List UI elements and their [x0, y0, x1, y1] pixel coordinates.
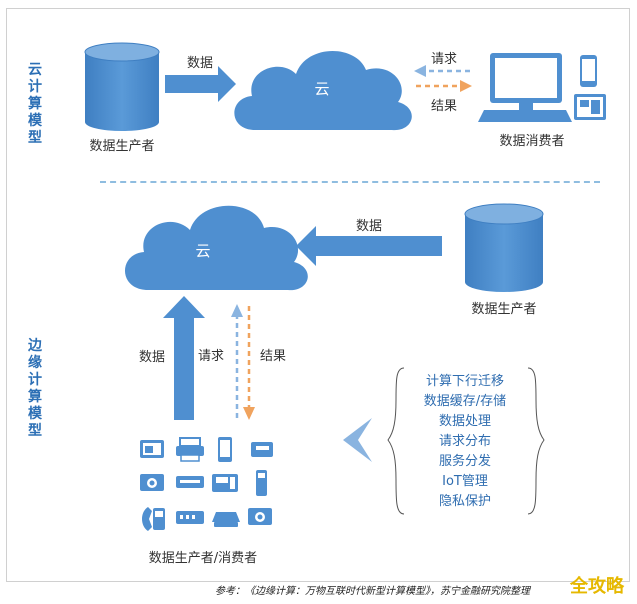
- cloud-label: 云: [314, 80, 330, 98]
- chevron-left-icon: [343, 418, 372, 462]
- source-caption: 参考：《边缘计算：万物互联时代新型计算模型》，苏宁金融研究院整理: [215, 586, 530, 597]
- remote-icon: [256, 470, 267, 496]
- edge-cloud-label: 云: [195, 242, 211, 260]
- telephone-icon: [142, 507, 165, 531]
- cloud-model-title: 云计算模型: [28, 62, 42, 146]
- data-arrow-left: [296, 226, 442, 266]
- camera-icon: [140, 474, 164, 491]
- request-label: 请求: [430, 52, 458, 67]
- data-arrow-label: 数据: [186, 56, 214, 71]
- edge-request-label: 请求: [197, 349, 225, 364]
- capability-item: 隐私保护: [438, 494, 491, 509]
- database-icon: [84, 42, 160, 131]
- edge-result-label: 结果: [259, 349, 287, 364]
- cloud-icon: [124, 205, 308, 291]
- capability-item: 数据处理: [438, 414, 491, 429]
- diagram-frame: [6, 8, 630, 582]
- capability-item: 请求分布: [438, 434, 491, 449]
- right-brace: [527, 367, 545, 515]
- consumer-label: 数据消费者: [499, 134, 565, 149]
- scanner-icon: [176, 476, 204, 488]
- data-arrow-up: [163, 296, 205, 420]
- photo-icon: [140, 440, 164, 458]
- edge-producer-label: 数据生产者: [471, 302, 537, 317]
- left-brace: [387, 367, 405, 515]
- edge-model-title: 边缘计算模型: [28, 338, 42, 439]
- fax-icon: [212, 474, 238, 492]
- producer-label: 数据生产者: [89, 139, 155, 154]
- printer-icon: [176, 437, 204, 462]
- capability-item: 计算下行迁移: [425, 374, 504, 389]
- capability-item: 数据缓存/存储: [423, 394, 507, 409]
- router-icon: [176, 511, 204, 524]
- database-icon: [464, 203, 544, 292]
- capability-item: IoT管理: [442, 474, 488, 489]
- edge-data-arrow-label: 数据: [355, 219, 383, 234]
- camera-icon: [248, 508, 272, 525]
- capability-item: 服务分发: [438, 454, 491, 469]
- phone-icon: [218, 437, 232, 462]
- copier-icon: [212, 512, 240, 527]
- result-label: 结果: [430, 99, 458, 114]
- capabilities-list: 计算下行迁移 数据缓存/存储 数据处理 请求分布 服务分发 IoT管理 隐私保护: [412, 372, 518, 512]
- monitor-icon: [478, 53, 572, 122]
- tablet-icon: [574, 94, 606, 120]
- watermark: 全攻略: [570, 576, 624, 597]
- section-divider: [100, 181, 600, 183]
- data-arrow-right: [165, 66, 236, 102]
- device-grid: [140, 437, 273, 531]
- card-icon: [251, 442, 273, 457]
- cloud-icon: [234, 50, 412, 131]
- up-data-label: 数据: [138, 350, 166, 365]
- devices-label: 数据生产者/消费者: [148, 551, 258, 566]
- phone-icon: [580, 55, 597, 87]
